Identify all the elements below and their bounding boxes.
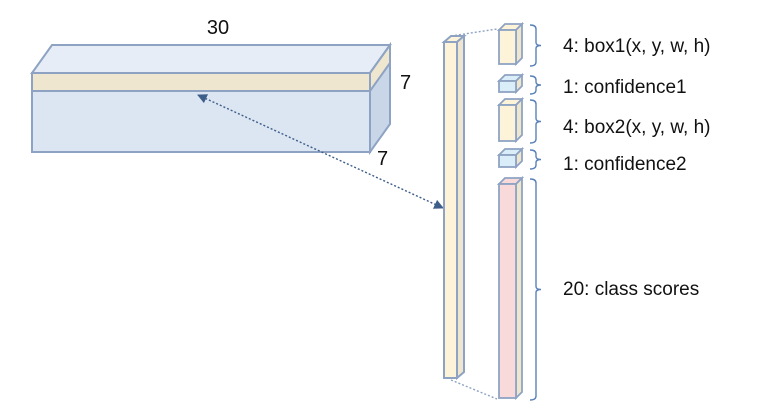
segment-confidence2-label: 1: confidence2	[563, 154, 687, 175]
segment-box1-front	[498, 29, 517, 65]
segment-box1: 4: box1(x, y, w, h)	[496, 21, 710, 67]
tensor-width-label: 30	[207, 17, 229, 39]
segment-confidence1-brace	[529, 75, 542, 95]
cell-vector-column	[441, 33, 467, 381]
tensor-top-face	[30, 44, 392, 74]
segment-confidence1-label: 1: confidence1	[563, 77, 687, 98]
tensor-slice-side	[369, 41, 391, 95]
segment-box1-label: 4: box1(x, y, w, h)	[563, 36, 710, 57]
segment-confidence1: 1: confidence1	[496, 72, 687, 98]
segment-class-scores-side	[515, 175, 523, 401]
segment-class-scores-label: 20: class scores	[563, 279, 699, 300]
segment-box2-side	[515, 96, 523, 144]
segment-confidence1-front	[498, 80, 517, 93]
segment-class-scores-brace	[529, 178, 542, 401]
guide-line-bottom	[450, 379, 498, 400]
segment-box1-side	[515, 21, 523, 67]
vector-segments: 4: box1(x, y, w, h) 1: confidence1 4: box2…	[496, 21, 710, 401]
segment-box2-brace	[529, 99, 542, 144]
segment-box2-label: 4: box2(x, y, w, h)	[563, 117, 710, 138]
output-tensor-block: 30 7 7	[30, 17, 411, 170]
tensor-depth-label: 7	[377, 148, 388, 170]
segment-confidence2-brace	[529, 149, 542, 170]
guide-line-top	[450, 28, 498, 37]
segment-confidence2-front	[498, 154, 517, 168]
segment-box2: 4: box2(x, y, w, h)	[496, 96, 710, 144]
segment-box1-brace	[529, 24, 542, 67]
tensor-height-label: 7	[400, 72, 411, 94]
segment-confidence2: 1: confidence2	[496, 146, 687, 175]
segment-class-scores: 20: class scores	[496, 175, 699, 401]
column-front-face	[443, 41, 458, 379]
segment-class-scores-front	[498, 183, 517, 399]
segment-box2-front	[498, 104, 517, 142]
tensor-slice-front	[31, 72, 371, 92]
slice-to-vector-arrow	[197, 94, 444, 209]
column-side-face	[456, 33, 465, 381]
